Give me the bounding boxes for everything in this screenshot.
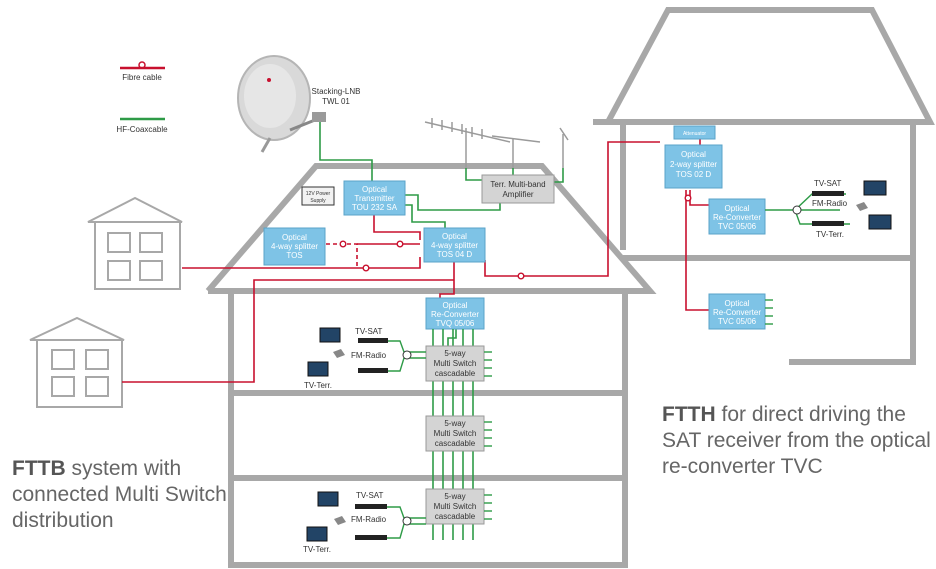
svg-text:12V Power: 12V Power	[306, 191, 331, 197]
svg-text:TV-Terr.: TV-Terr.	[816, 230, 844, 239]
reconverter-tvc-2: Optical Re-Converter TVC 05/06	[708, 293, 773, 330]
svg-text:Re-Converter: Re-Converter	[713, 213, 761, 222]
svg-text:TV-SAT: TV-SAT	[814, 179, 842, 188]
fttb-caption: FTTB system with connected Multi Switch …	[12, 456, 232, 534]
coax-legend-label: HF-Coaxcable	[116, 125, 168, 134]
ftth-caption-text: for direct driving the SAT receiver from…	[662, 403, 931, 478]
floor1-devices: TV-SAT FM-Radio TV-Terr.	[304, 327, 426, 390]
fttb-caption-bold: FTTB	[12, 457, 66, 480]
svg-text:TV-Terr.: TV-Terr.	[304, 381, 332, 390]
fibre-legend-connector	[138, 61, 146, 69]
multiswitch-3: 5-way Multi Switch cascadable	[425, 488, 485, 525]
fttb-caption-text: system with connected Multi Switch distr…	[12, 457, 227, 532]
attenuator-box: Attenuator	[673, 125, 716, 140]
svg-text:4-way splitter: 4-way splitter	[271, 242, 318, 251]
svg-text:Optical: Optical	[725, 299, 750, 308]
multiswitch-outputs	[484, 351, 492, 520]
optical-2way-splitter: Optical 2-way splitter TOS 02 D	[664, 144, 723, 189]
svg-text:Attenuator: Attenuator	[683, 131, 706, 137]
coax-cables	[319, 122, 564, 346]
svg-text:Supply: Supply	[310, 198, 326, 204]
svg-text:TOU 232 SA: TOU 232 SA	[352, 203, 398, 212]
svg-text:cascadable: cascadable	[435, 439, 476, 448]
svg-text:TOS 04 D: TOS 04 D	[437, 250, 473, 259]
svg-text:Terr. Multi-band: Terr. Multi-band	[490, 180, 545, 189]
svg-text:TV-SAT: TV-SAT	[355, 327, 383, 336]
svg-text:4-way splitter: 4-way splitter	[431, 241, 478, 250]
floor3-devices: TV-SAT FM-Radio TV-Terr.	[303, 491, 426, 554]
ftth-caption-bold: FTTH	[662, 403, 716, 426]
svg-text:cascadable: cascadable	[435, 512, 476, 521]
lnb-label-line2: TWL 01	[322, 97, 350, 106]
svg-text:TV-Terr.: TV-Terr.	[303, 545, 331, 554]
small-house-1	[87, 196, 183, 290]
svg-text:FM-Radio: FM-Radio	[812, 199, 848, 208]
small-house-2	[29, 316, 125, 408]
svg-text:Optical: Optical	[725, 204, 750, 213]
ftth-caption: FTTH for direct driving the SAT receiver…	[662, 402, 932, 480]
ftth-house	[593, 7, 935, 365]
reconverter-tvq: Optical Re-Converter TVQ 05/06	[425, 297, 485, 330]
svg-text:cascadable: cascadable	[435, 369, 476, 378]
optical-transmitter-box: Optical Transmitter TOU 232 SA	[343, 180, 406, 216]
svg-text:TOS 02 D: TOS 02 D	[676, 170, 712, 179]
svg-text:5-way: 5-way	[444, 492, 465, 501]
optical-4way-splitter-tos04d: Optical 4-way splitter TOS 04 D	[423, 227, 486, 263]
svg-text:Multi Switch: Multi Switch	[434, 502, 477, 511]
legend: Fibre cable HF-Coaxcable	[116, 61, 168, 134]
svg-text:FM-Radio: FM-Radio	[351, 351, 387, 360]
svg-text:TVC 05/06: TVC 05/06	[718, 222, 757, 231]
optical-4way-splitter-tos: Optical 4-way splitter TOS	[263, 227, 326, 266]
svg-text:TV-SAT: TV-SAT	[356, 491, 384, 500]
svg-text:Optical: Optical	[282, 233, 307, 242]
svg-text:FM-Radio: FM-Radio	[351, 515, 387, 524]
svg-text:2-way splitter: 2-way splitter	[670, 160, 717, 169]
svg-text:Multi Switch: Multi Switch	[434, 429, 477, 438]
multiswitch-1: 5-way Multi Switch cascadable	[425, 345, 485, 382]
svg-text:Amplifier: Amplifier	[502, 190, 533, 199]
svg-text:Optical: Optical	[443, 301, 468, 310]
terrestrial-antennas	[424, 118, 569, 168]
svg-text:Optical: Optical	[681, 150, 706, 159]
terrestrial-amplifier-box: Terr. Multi-band Amplifier	[481, 174, 555, 204]
svg-text:5-way: 5-way	[444, 419, 465, 428]
svg-text:Optical: Optical	[442, 232, 467, 241]
satellite-dish	[237, 55, 326, 153]
svg-text:TVC 05/06: TVC 05/06	[718, 317, 757, 326]
svg-text:Transmitter: Transmitter	[354, 194, 394, 203]
multiswitch-2: 5-way Multi Switch cascadable	[425, 415, 485, 452]
reconverter-tvc-1: Optical Re-Converter TVC 05/06	[708, 198, 766, 235]
svg-text:Optical: Optical	[362, 185, 387, 194]
ftth-devices: TV-SAT FM-Radio TV-Terr.	[765, 179, 892, 239]
svg-text:TOS: TOS	[286, 251, 302, 260]
svg-text:Re-Converter: Re-Converter	[713, 308, 761, 317]
svg-text:5-way: 5-way	[444, 349, 465, 358]
lnb-label-line1: Stacking-LNB	[312, 87, 361, 96]
fttb-building	[205, 163, 657, 568]
power-supply-box: 12V Power Supply	[301, 186, 335, 206]
svg-text:Multi Switch: Multi Switch	[434, 359, 477, 368]
svg-text:Re-Converter: Re-Converter	[431, 310, 479, 319]
fibre-legend-label: Fibre cable	[122, 73, 162, 82]
svg-text:TVQ 05/06: TVQ 05/06	[436, 319, 475, 328]
